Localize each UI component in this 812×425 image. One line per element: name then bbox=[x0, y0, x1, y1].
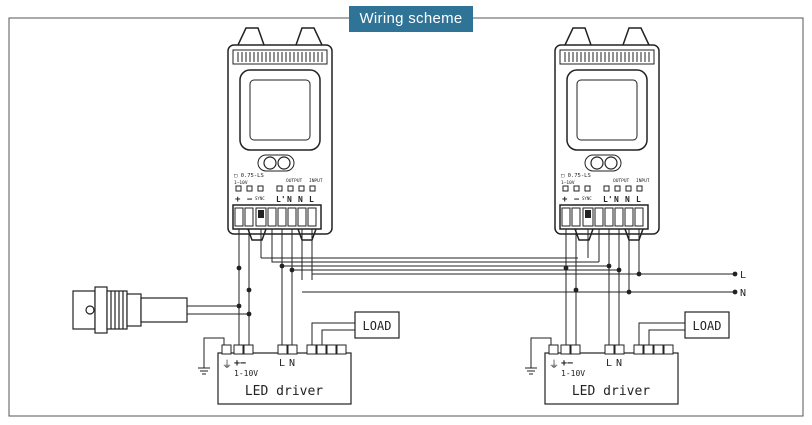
led-driver-2: ⏚ +− 1-10V L N LED driver bbox=[544, 344, 679, 405]
load-2-label: LOAD bbox=[693, 319, 722, 333]
led-driver-1-l-label: L bbox=[279, 358, 285, 369]
sensor-2-plus-label: + bbox=[562, 195, 568, 205]
led-driver-2-n-label: N bbox=[616, 358, 622, 369]
sensor-2-model-label: □ 0.75-LS bbox=[561, 173, 591, 179]
led-driver-2-box bbox=[544, 352, 679, 405]
led-driver-1-name: LED driver bbox=[245, 384, 323, 399]
sensor-1-minus-label: − bbox=[247, 195, 253, 205]
load-2-box bbox=[684, 311, 730, 339]
mains-n-label: N bbox=[740, 288, 746, 299]
sensor-2-term-l2: L bbox=[636, 195, 641, 204]
sensor-1-term-n1: N bbox=[287, 195, 292, 204]
diagram-title: Wiring scheme bbox=[349, 6, 473, 32]
sensor-1-term-l1: L' bbox=[276, 195, 286, 204]
led-driver-2-pm-label: +− bbox=[561, 358, 573, 369]
sensor-2-output-label: OUTPUT bbox=[613, 178, 630, 184]
ground-symbol-2 bbox=[525, 367, 537, 375]
sensor-1-output-label: OUTPUT bbox=[286, 178, 303, 184]
led-driver-2-ground-symbol: ⏚ bbox=[549, 359, 559, 371]
sensor-1-sync-label: SYNC bbox=[255, 196, 265, 201]
external-sensor bbox=[72, 286, 188, 334]
led-driver-1-pm-label: +− bbox=[234, 358, 246, 369]
led-driver-2-l-label: L bbox=[606, 358, 612, 369]
sensor-1-model-label: □ 0.75-LS bbox=[234, 173, 264, 179]
sensor-1-plus-label: + bbox=[235, 195, 241, 205]
load-1-label: LOAD bbox=[363, 319, 392, 333]
mains-l-label: L bbox=[740, 270, 746, 281]
sensor-2-term-n1: N bbox=[614, 195, 619, 204]
sensor-1-input-label: INPUT bbox=[309, 178, 323, 184]
sensor-2-dim-label: 1–10V bbox=[561, 180, 575, 186]
led-driver-1: ⏚ +− 1-10V L N LED driver bbox=[217, 344, 352, 405]
sensor-1: □ 0.75-LS 1–10V OUTPUT INPUT + − SYNC L'… bbox=[227, 27, 333, 241]
wiring bbox=[187, 229, 735, 368]
sensor-2-input-label: INPUT bbox=[636, 178, 650, 184]
load-1-box bbox=[354, 311, 400, 339]
sensor-1-dim-label: 1–10V bbox=[234, 180, 248, 186]
sensor-1-term-n2: N bbox=[298, 195, 303, 204]
junction-dots bbox=[236, 263, 738, 317]
led-driver-1-dim-label: 1-10V bbox=[234, 369, 258, 378]
sensor-2: □ 0.75-LS 1–10V OUTPUT INPUT + − SYNC L'… bbox=[554, 27, 660, 241]
led-driver-2-name: LED driver bbox=[572, 384, 650, 399]
sensor-1-term-l2: L bbox=[309, 195, 314, 204]
diagram-frame bbox=[8, 17, 804, 417]
led-driver-2-dim-label: 1-10V bbox=[561, 369, 585, 378]
sensor-2-minus-label: − bbox=[574, 195, 580, 205]
ground-symbol-1 bbox=[198, 367, 210, 375]
led-driver-1-n-label: N bbox=[289, 358, 295, 369]
sensor-2-term-n2: N bbox=[625, 195, 630, 204]
sensor-2-term-l1: L' bbox=[603, 195, 613, 204]
led-driver-1-ground-symbol: ⏚ bbox=[222, 359, 232, 371]
led-driver-1-box bbox=[217, 352, 352, 405]
sensor-2-sync-label: SYNC bbox=[582, 196, 592, 201]
